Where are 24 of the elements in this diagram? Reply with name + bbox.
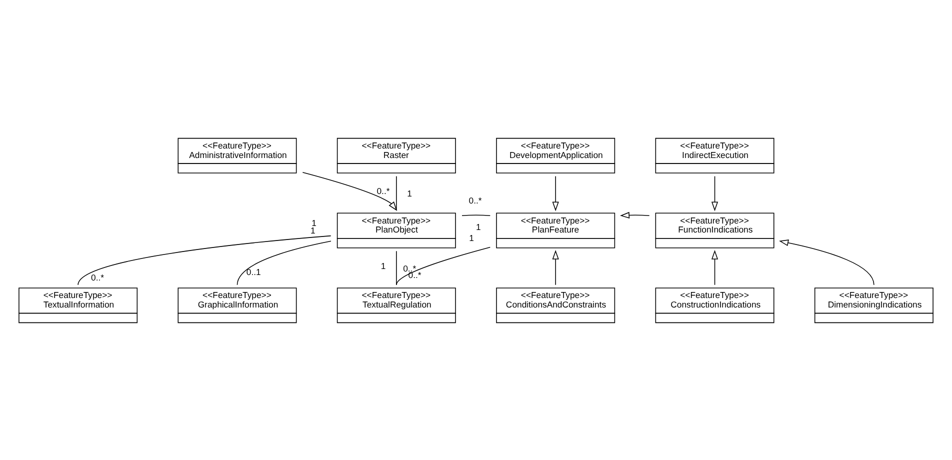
connector: [236, 240, 332, 285]
arrow: [552, 249, 559, 285]
label: 0..*: [91, 272, 104, 282]
connector: [396, 175, 397, 210]
connector: [396, 246, 491, 285]
label: 1: [312, 218, 317, 228]
arrow: [552, 175, 559, 211]
arrow: [711, 175, 718, 211]
label: 1: [407, 188, 412, 198]
label: 0..*: [376, 186, 390, 196]
label: 1: [310, 225, 316, 236]
label: 0..1: [246, 266, 261, 276]
arrow: [620, 211, 650, 218]
label: 1: [476, 222, 481, 232]
arrow: [779, 239, 874, 285]
arrow: [302, 171, 398, 210]
arrow: [711, 249, 718, 285]
label: 0..*: [468, 195, 482, 206]
connector: [462, 214, 491, 216]
label: 1: [469, 232, 474, 242]
label: 1: [380, 260, 386, 271]
label: 0..*: [403, 262, 416, 273]
connector: [396, 250, 397, 285]
connector: [78, 234, 332, 285]
